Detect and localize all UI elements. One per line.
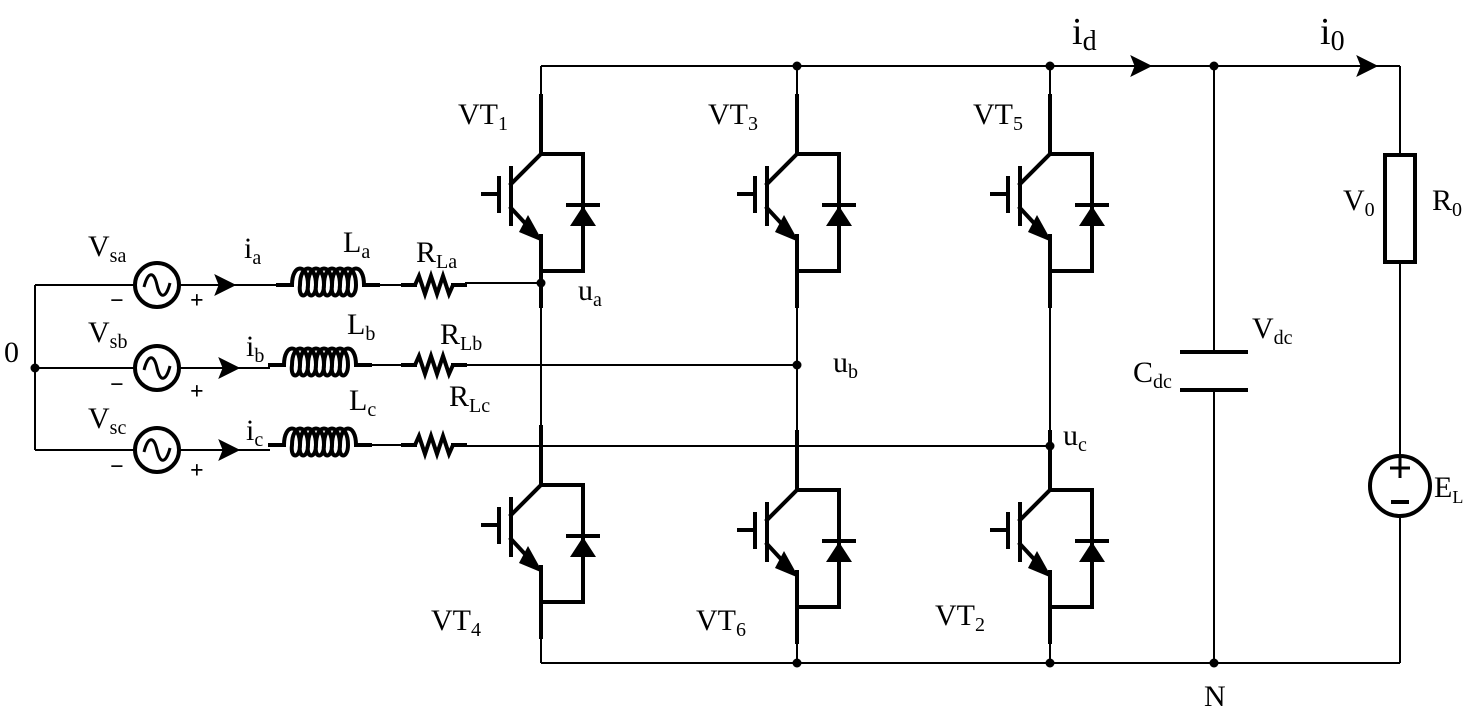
vsb-plus: + — [190, 379, 204, 405]
label-lc: Lc — [349, 384, 376, 421]
label-id: id — [1072, 11, 1097, 57]
junction-dot — [1045, 441, 1055, 451]
label-i0: i0 — [1320, 11, 1345, 57]
label-vsa: Vsa — [88, 230, 126, 267]
source-vsb — [133, 344, 181, 392]
inductor-lb — [268, 346, 372, 378]
label-n: N — [1204, 680, 1226, 712]
label-cdc: Cdc — [1133, 356, 1172, 393]
vsa-minus: − — [110, 288, 124, 314]
vsc-minus: − — [110, 454, 124, 480]
label-vt1: VT1 — [458, 98, 508, 135]
label-lb: Lb — [347, 308, 375, 345]
source-vsa — [133, 261, 181, 309]
label-r0: R0 — [1432, 184, 1462, 221]
label-ua: ua — [578, 274, 602, 311]
source-vsc — [133, 426, 181, 474]
junction-dot — [1045, 658, 1055, 668]
label-rla: RLa — [416, 236, 457, 273]
junction-dot — [1209, 61, 1219, 71]
label-ia: ia — [244, 232, 261, 269]
inductor-la — [276, 266, 380, 298]
junction-dot — [792, 360, 802, 370]
label-rlb: RLb — [440, 318, 482, 355]
label-el: EL — [1434, 471, 1463, 507]
junction-dot — [1045, 61, 1055, 71]
label-la: La — [343, 226, 370, 263]
igbt-vt4 — [481, 425, 600, 639]
label-ic: ic — [246, 414, 263, 451]
label-neutral: 0 — [4, 336, 19, 369]
label-vsc: Vsc — [88, 402, 126, 439]
label-vt4: VT4 — [431, 604, 481, 641]
resistor-rlc — [401, 434, 467, 456]
label-vdc: Vdc — [1252, 312, 1293, 349]
label-vt3: VT3 — [708, 98, 758, 135]
vsb-minus: − — [110, 372, 124, 398]
igbt-vt6 — [737, 430, 856, 644]
label-vt6: VT6 — [696, 604, 746, 641]
inductor-lc — [268, 426, 372, 458]
label-rlc: RLc — [449, 380, 490, 417]
label-uc: uc — [1063, 419, 1087, 456]
label-vt5: VT5 — [973, 98, 1023, 135]
junction-dot — [1209, 658, 1219, 668]
label-vsb: Vsb — [88, 316, 127, 353]
load-resistor — [1383, 153, 1417, 264]
junction-dot — [792, 61, 802, 71]
label-ub: ub — [833, 346, 858, 383]
vsc-plus: + — [190, 458, 204, 484]
emf-source — [1368, 454, 1432, 518]
resistor-rla — [401, 274, 467, 296]
label-v0: V0 — [1343, 184, 1375, 221]
vsa-plus: + — [190, 288, 204, 314]
label-vt2: VT2 — [935, 599, 985, 636]
junction-dot — [536, 278, 546, 288]
junction-dot — [30, 363, 40, 373]
resistor-rlb — [401, 354, 467, 376]
igbt-vt2 — [990, 430, 1109, 644]
label-ib: ib — [246, 330, 264, 367]
junction-dot — [792, 658, 802, 668]
